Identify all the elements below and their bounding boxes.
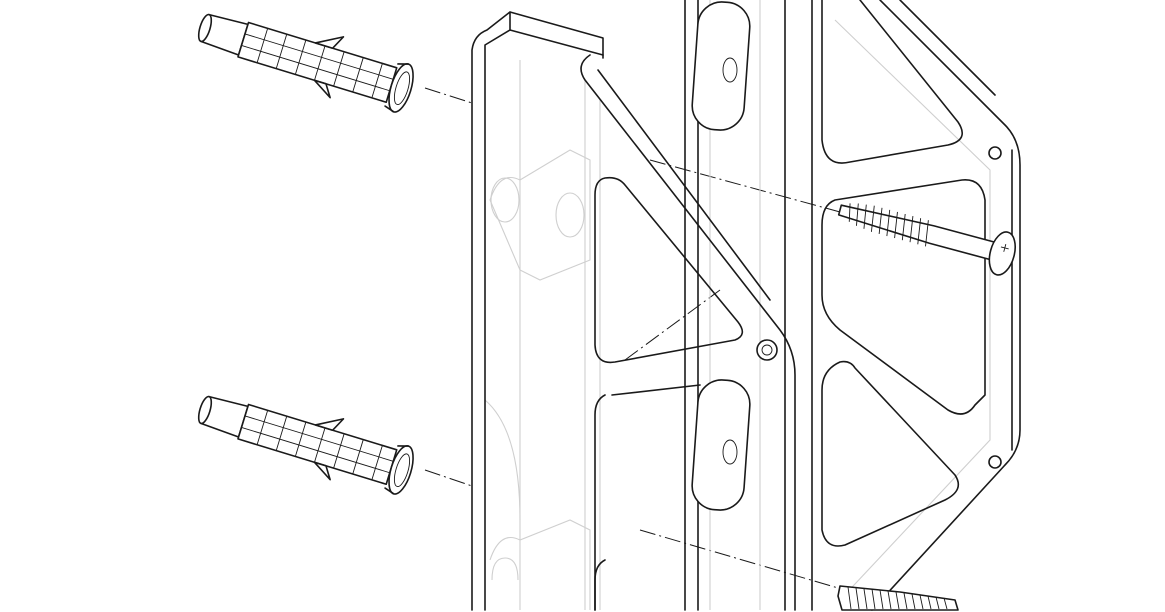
wood-screw-bottom xyxy=(837,585,959,611)
hidden-lines xyxy=(484,0,991,610)
wall-anchor-top xyxy=(190,0,421,121)
bracket xyxy=(471,0,1021,611)
wood-screw-top xyxy=(833,187,1021,279)
center-lines xyxy=(424,87,846,591)
wall-anchor-bottom xyxy=(190,377,421,503)
